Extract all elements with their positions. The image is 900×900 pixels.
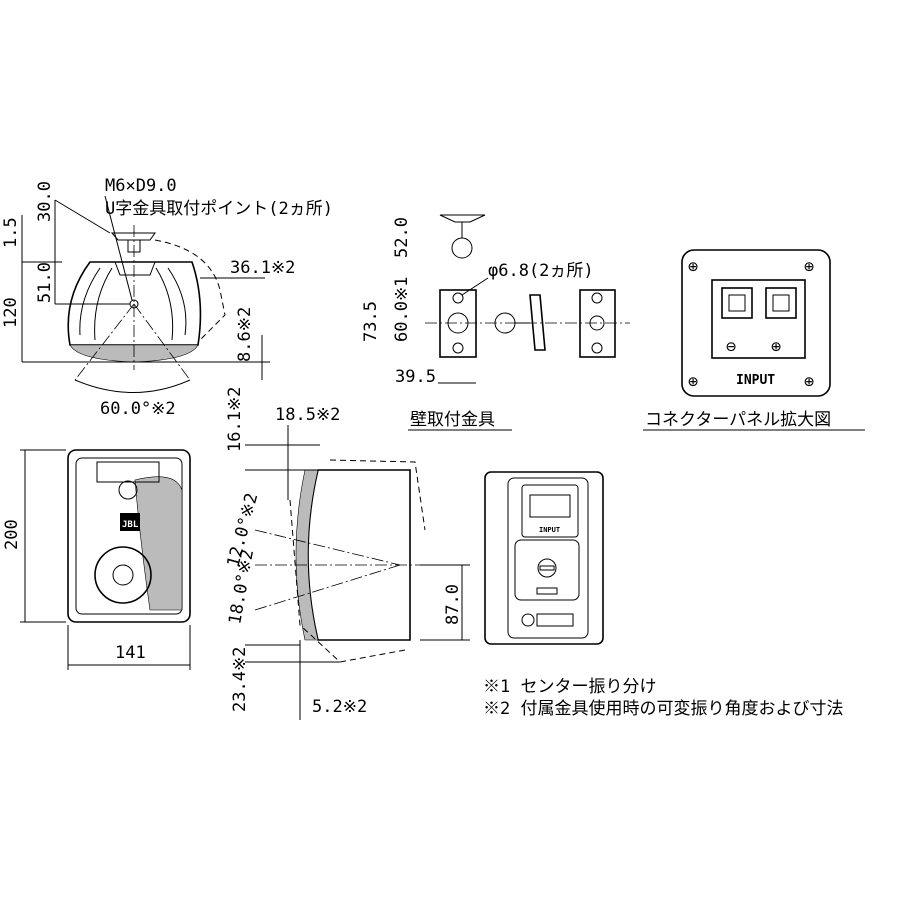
- input-label: INPUT: [736, 373, 775, 388]
- connector-panel-title: コネクターパネル拡大図: [645, 410, 831, 430]
- bracket-plate-front: [439, 289, 477, 358]
- dim-23-4: 23.4※2: [230, 647, 250, 712]
- jbl-logo: [120, 513, 140, 531]
- dim-39-5: 39.5: [395, 367, 436, 387]
- hole-spec: φ6.8(2ヵ所): [488, 261, 594, 281]
- connector-panel-enlarged: ⊕ ⊕ ⊕ ⊕ ⊖ ⊕ INPUT コネクターパネル拡大図: [643, 249, 865, 431]
- plus-terminal: ⊕: [771, 337, 781, 357]
- dim-141: 141: [115, 643, 146, 663]
- note-1: ※1 センター振り分け: [483, 677, 656, 697]
- minus-terminal: ⊖: [726, 337, 736, 357]
- dim-87: 87.0: [443, 584, 463, 625]
- dim-52: 52.0: [392, 217, 412, 258]
- dim-36-1: 36.1※2: [230, 258, 295, 278]
- dim-60: 60.0※1: [392, 277, 412, 342]
- leader-line: [104, 195, 133, 301]
- bracket-title: 壁取付金具: [410, 410, 495, 430]
- dim-51: 51.0: [35, 262, 55, 303]
- svg-text:⊕: ⊕: [688, 372, 698, 392]
- wall-bracket: 52.0 φ6.8(2ヵ所) 73.5 60.0※1 39.5 壁取付金具: [361, 214, 630, 431]
- svg-text:⊕: ⊕: [688, 257, 698, 277]
- side-view: 18.5※2 16.1※2 12.0°※2 18.0°※2 87.0 23.4※…: [224, 387, 470, 720]
- dim-120: 120: [1, 297, 21, 328]
- mount-point-label: U字金具取付ポイント(2ヵ所): [105, 199, 333, 219]
- dim-16-1: 16.1※2: [225, 387, 245, 452]
- logo-text: JBL: [122, 520, 139, 530]
- note-2: ※2 付属金具使用時の可変振り角度および寸法: [483, 698, 843, 719]
- dim-5-2: 5.2※2: [312, 697, 367, 717]
- dim-8-6: 8.6※2: [235, 307, 255, 362]
- angle-60: 60.0°※2: [100, 399, 176, 419]
- dim-18-5: 18.5※2: [275, 405, 340, 425]
- screw-spec-label: M6×D9.0: [105, 176, 177, 196]
- dim-1-5: 1.5: [1, 217, 21, 248]
- front-view: JBL 200 141: [2, 449, 191, 670]
- rear-input-label: INPUT: [539, 526, 560, 534]
- svg-text:⊕: ⊕: [804, 372, 814, 392]
- rear-view: INPUT: [484, 471, 604, 645]
- top-side-view: M6×D9.0 U字金具取付ポイント(2ヵ所) 30.0 1.5 51.0 12…: [1, 176, 333, 419]
- dim-73-5: 73.5: [361, 301, 381, 342]
- svg-text:⊕: ⊕: [804, 257, 814, 277]
- dim-30: 30.0: [35, 181, 55, 222]
- speaker-body-top: [67, 261, 202, 346]
- dim-200: 200: [2, 519, 22, 550]
